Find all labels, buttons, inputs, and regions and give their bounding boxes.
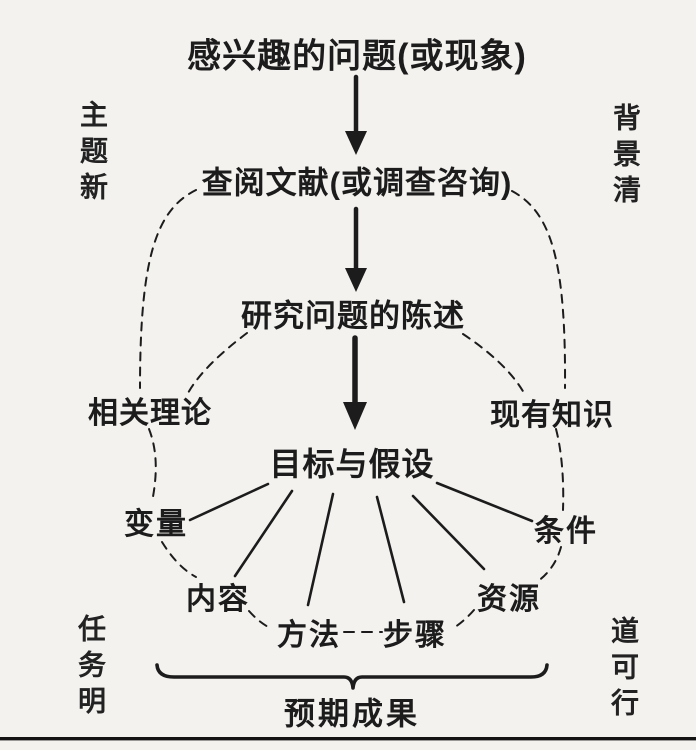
spoke-line-condition [435,481,534,523]
boundary-knowledge-to-condition [555,428,565,511]
corner-note-bottom-left: 任务明 [74,614,107,722]
flow-step-problem: 感兴趣的问题(或现象) [187,37,527,76]
outcome-brace [155,663,549,690]
context-label-theory: 相关理论 [88,397,212,430]
arc-statement-to-theory [187,332,248,394]
spoke-label-condition: 条件 [534,515,598,548]
spoke-line-content [233,489,294,578]
flow-hub-goals: 目标与假设 [269,446,435,482]
boundary-variable-to-content [161,541,197,578]
arrow-literature-to-statement [345,206,367,292]
boundary-right-upper [511,190,567,389]
flow-step-literature: 查阅文献(或调查咨询) [201,165,513,201]
spoke-label-step: 步骤 [383,619,447,652]
boundary-theory-to-variable [148,428,157,503]
bottom-rule [0,737,696,741]
spoke-line-resource [411,494,486,571]
spoke-label-content: 内容 [186,583,250,616]
corner-note-top-left: 主题新 [76,100,109,208]
corner-note-bottom-right: 道可行 [607,616,640,724]
outcome-label: 预期成果 [284,696,420,732]
dashed-boundary [139,189,567,633]
boundary-resource-to-step [451,609,475,630]
arrow-statement-to-hub [343,335,367,430]
spoke-label-method: 方法 [277,619,341,652]
flow-step-statement: 研究问题的陈述 [241,298,465,334]
spoke-line-variable [188,482,270,522]
spoke-line-method [306,492,335,607]
context-label-knowledge: 现有知识 [490,399,614,432]
hub-spokes [188,481,534,607]
spoke-label-resource: 资源 [477,583,541,616]
spoke-label-variable: 变量 [124,508,188,541]
boundary-content-to-method [248,610,273,630]
corner-note-top-right: 背景清 [609,103,642,211]
boundary-condition-to-resource [537,546,562,582]
arc-statement-to-knowledge [462,333,525,394]
arrow-problem-to-literature [345,74,367,155]
boundary-left-upper [139,189,197,389]
spoke-line-step [375,495,406,604]
